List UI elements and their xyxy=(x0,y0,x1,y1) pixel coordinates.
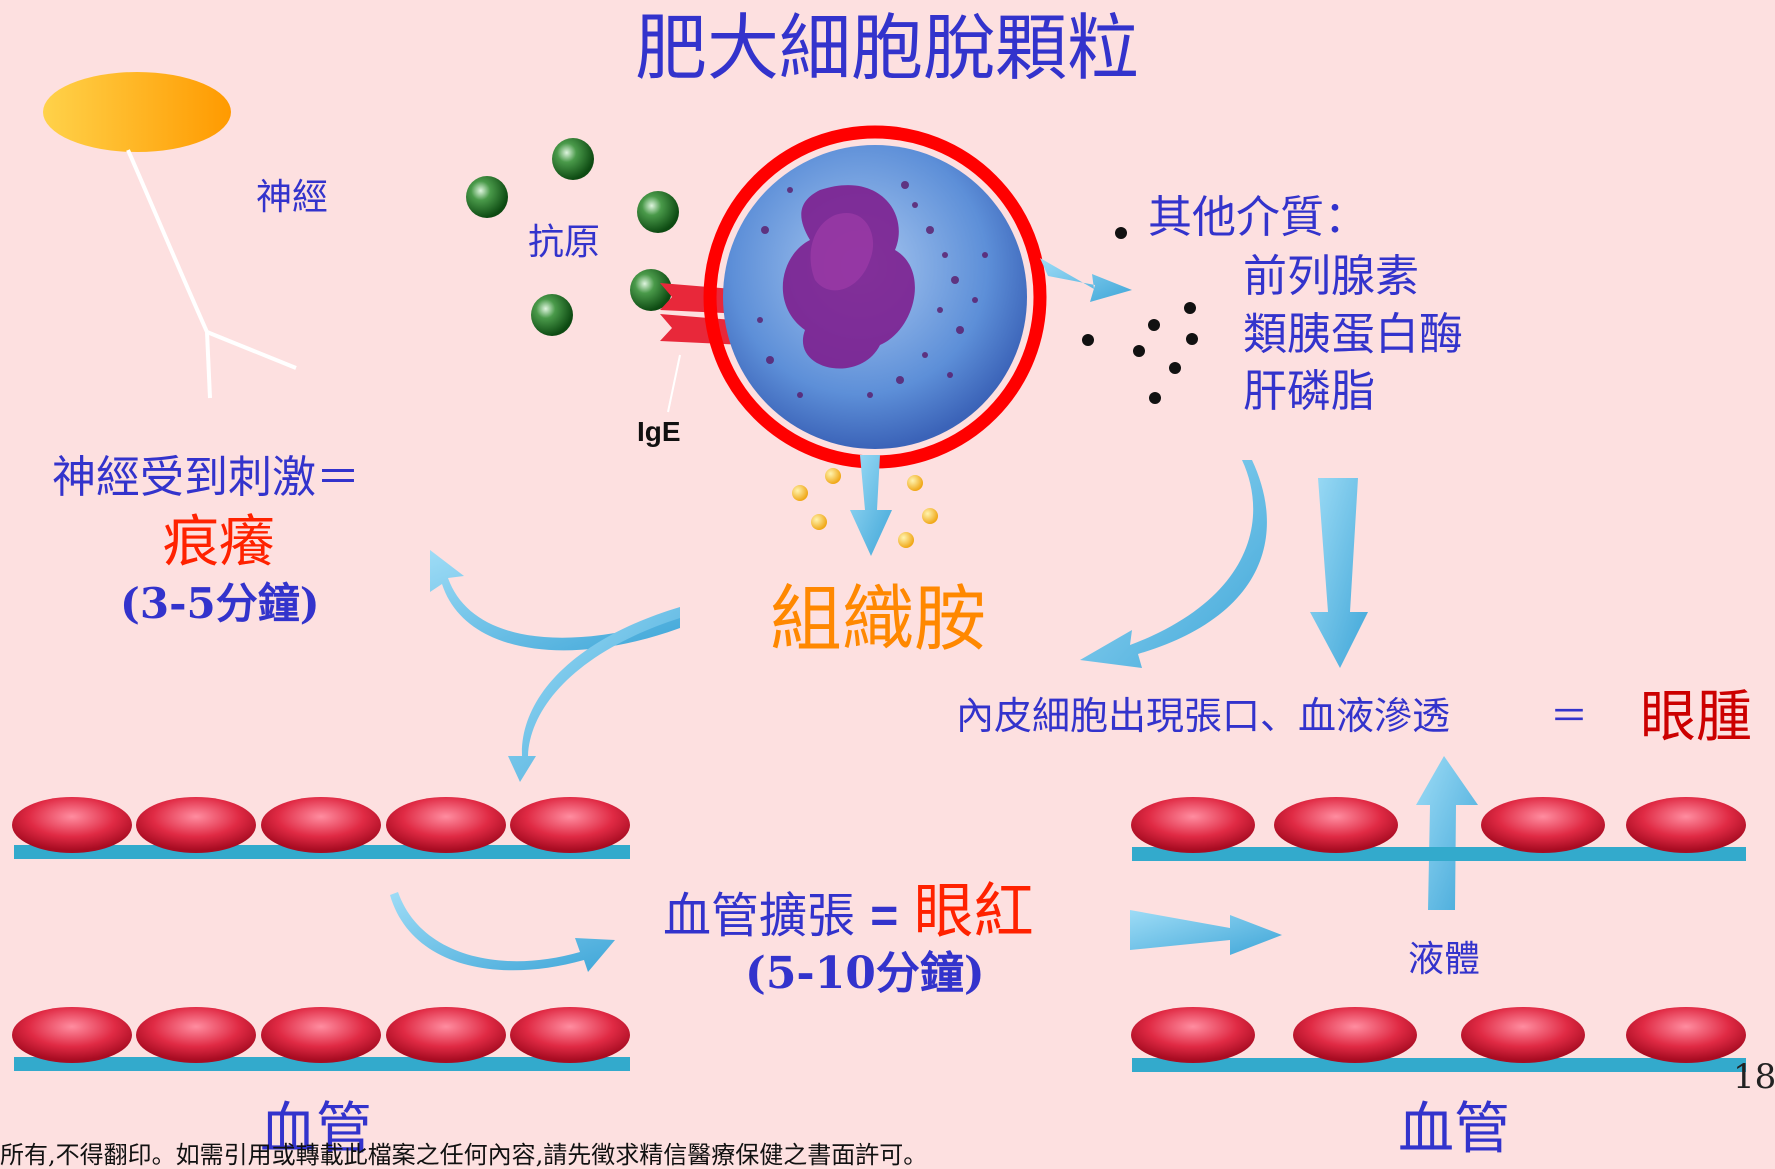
arrow-to-mediators xyxy=(1040,258,1132,302)
fluid-label: 液體 xyxy=(1408,939,1481,980)
arrow-up-fluid xyxy=(1416,756,1478,910)
swelling-symptom: 眼腫 xyxy=(1640,685,1752,750)
blood-vessel-left-top xyxy=(12,797,630,859)
diagram-title: 肥大細胞脫顆粒 xyxy=(635,6,1140,90)
itch-duration: (3-5分鐘) xyxy=(120,579,320,628)
arrow-curve-to-vasodilation xyxy=(390,892,615,972)
vasodilation-equals: = xyxy=(870,890,899,943)
footer-copyright: 所有,不得翻印。如需引用或轉載此檔案之任何內容,請先徵求精信醫療保健之書面許可。 xyxy=(0,1141,928,1169)
vessel-label-right: 血管 xyxy=(1398,1097,1510,1162)
permeability-text: 內皮細胞出現張口、血液滲透 xyxy=(956,694,1451,738)
arrow-curve-to-vessel xyxy=(508,607,680,782)
antigen-icon xyxy=(466,138,679,336)
arrow-curve-to-endothelium xyxy=(1080,460,1267,668)
nerve-icon xyxy=(43,72,297,399)
antigen-label: 抗原 xyxy=(528,222,601,263)
blood-vessel-right-top xyxy=(1131,797,1746,861)
redness-symptom: 眼紅 xyxy=(913,877,1034,947)
vessel-label-left: 血管 xyxy=(260,1097,372,1162)
arrow-curve-to-itch xyxy=(430,550,680,651)
vasodilation-duration: (5-10分鐘) xyxy=(745,948,985,999)
mediators-heading: 其他介質： xyxy=(1148,192,1368,243)
arrow-right-vessel xyxy=(1130,910,1282,955)
mast-cell-icon xyxy=(703,125,1047,469)
arrow-down-endothelium xyxy=(1310,478,1368,668)
mediator-item: 肝磷脂 xyxy=(1243,366,1375,417)
page-number: 18 xyxy=(1733,1057,1775,1097)
arrow-down-histamine xyxy=(850,455,892,556)
mediator-item: 類胰蛋白酶 xyxy=(1243,309,1463,360)
permeability-equals: ＝ xyxy=(1550,694,1589,738)
itch-symptom: 痕癢 xyxy=(163,510,275,575)
vasodilation-text: 血管擴張 = 眼紅 xyxy=(663,882,1034,942)
flow-arrows xyxy=(390,258,1478,972)
nerve-stimulation-text: 神經受到刺激＝ xyxy=(52,452,360,503)
mediator-item: 前列腺素 xyxy=(1243,251,1419,302)
vasodilation-label: 血管擴張 xyxy=(663,888,856,944)
blood-vessel-left-bottom xyxy=(12,1007,630,1071)
histamine-label: 組織胺 xyxy=(770,577,987,661)
ige-label: IgE xyxy=(637,416,681,447)
mediator-dots-icon xyxy=(1082,227,1198,404)
histamine-granules-icon xyxy=(792,468,938,548)
blood-vessel-right-bottom xyxy=(1131,1007,1746,1072)
nerve-label: 神經 xyxy=(256,177,329,218)
